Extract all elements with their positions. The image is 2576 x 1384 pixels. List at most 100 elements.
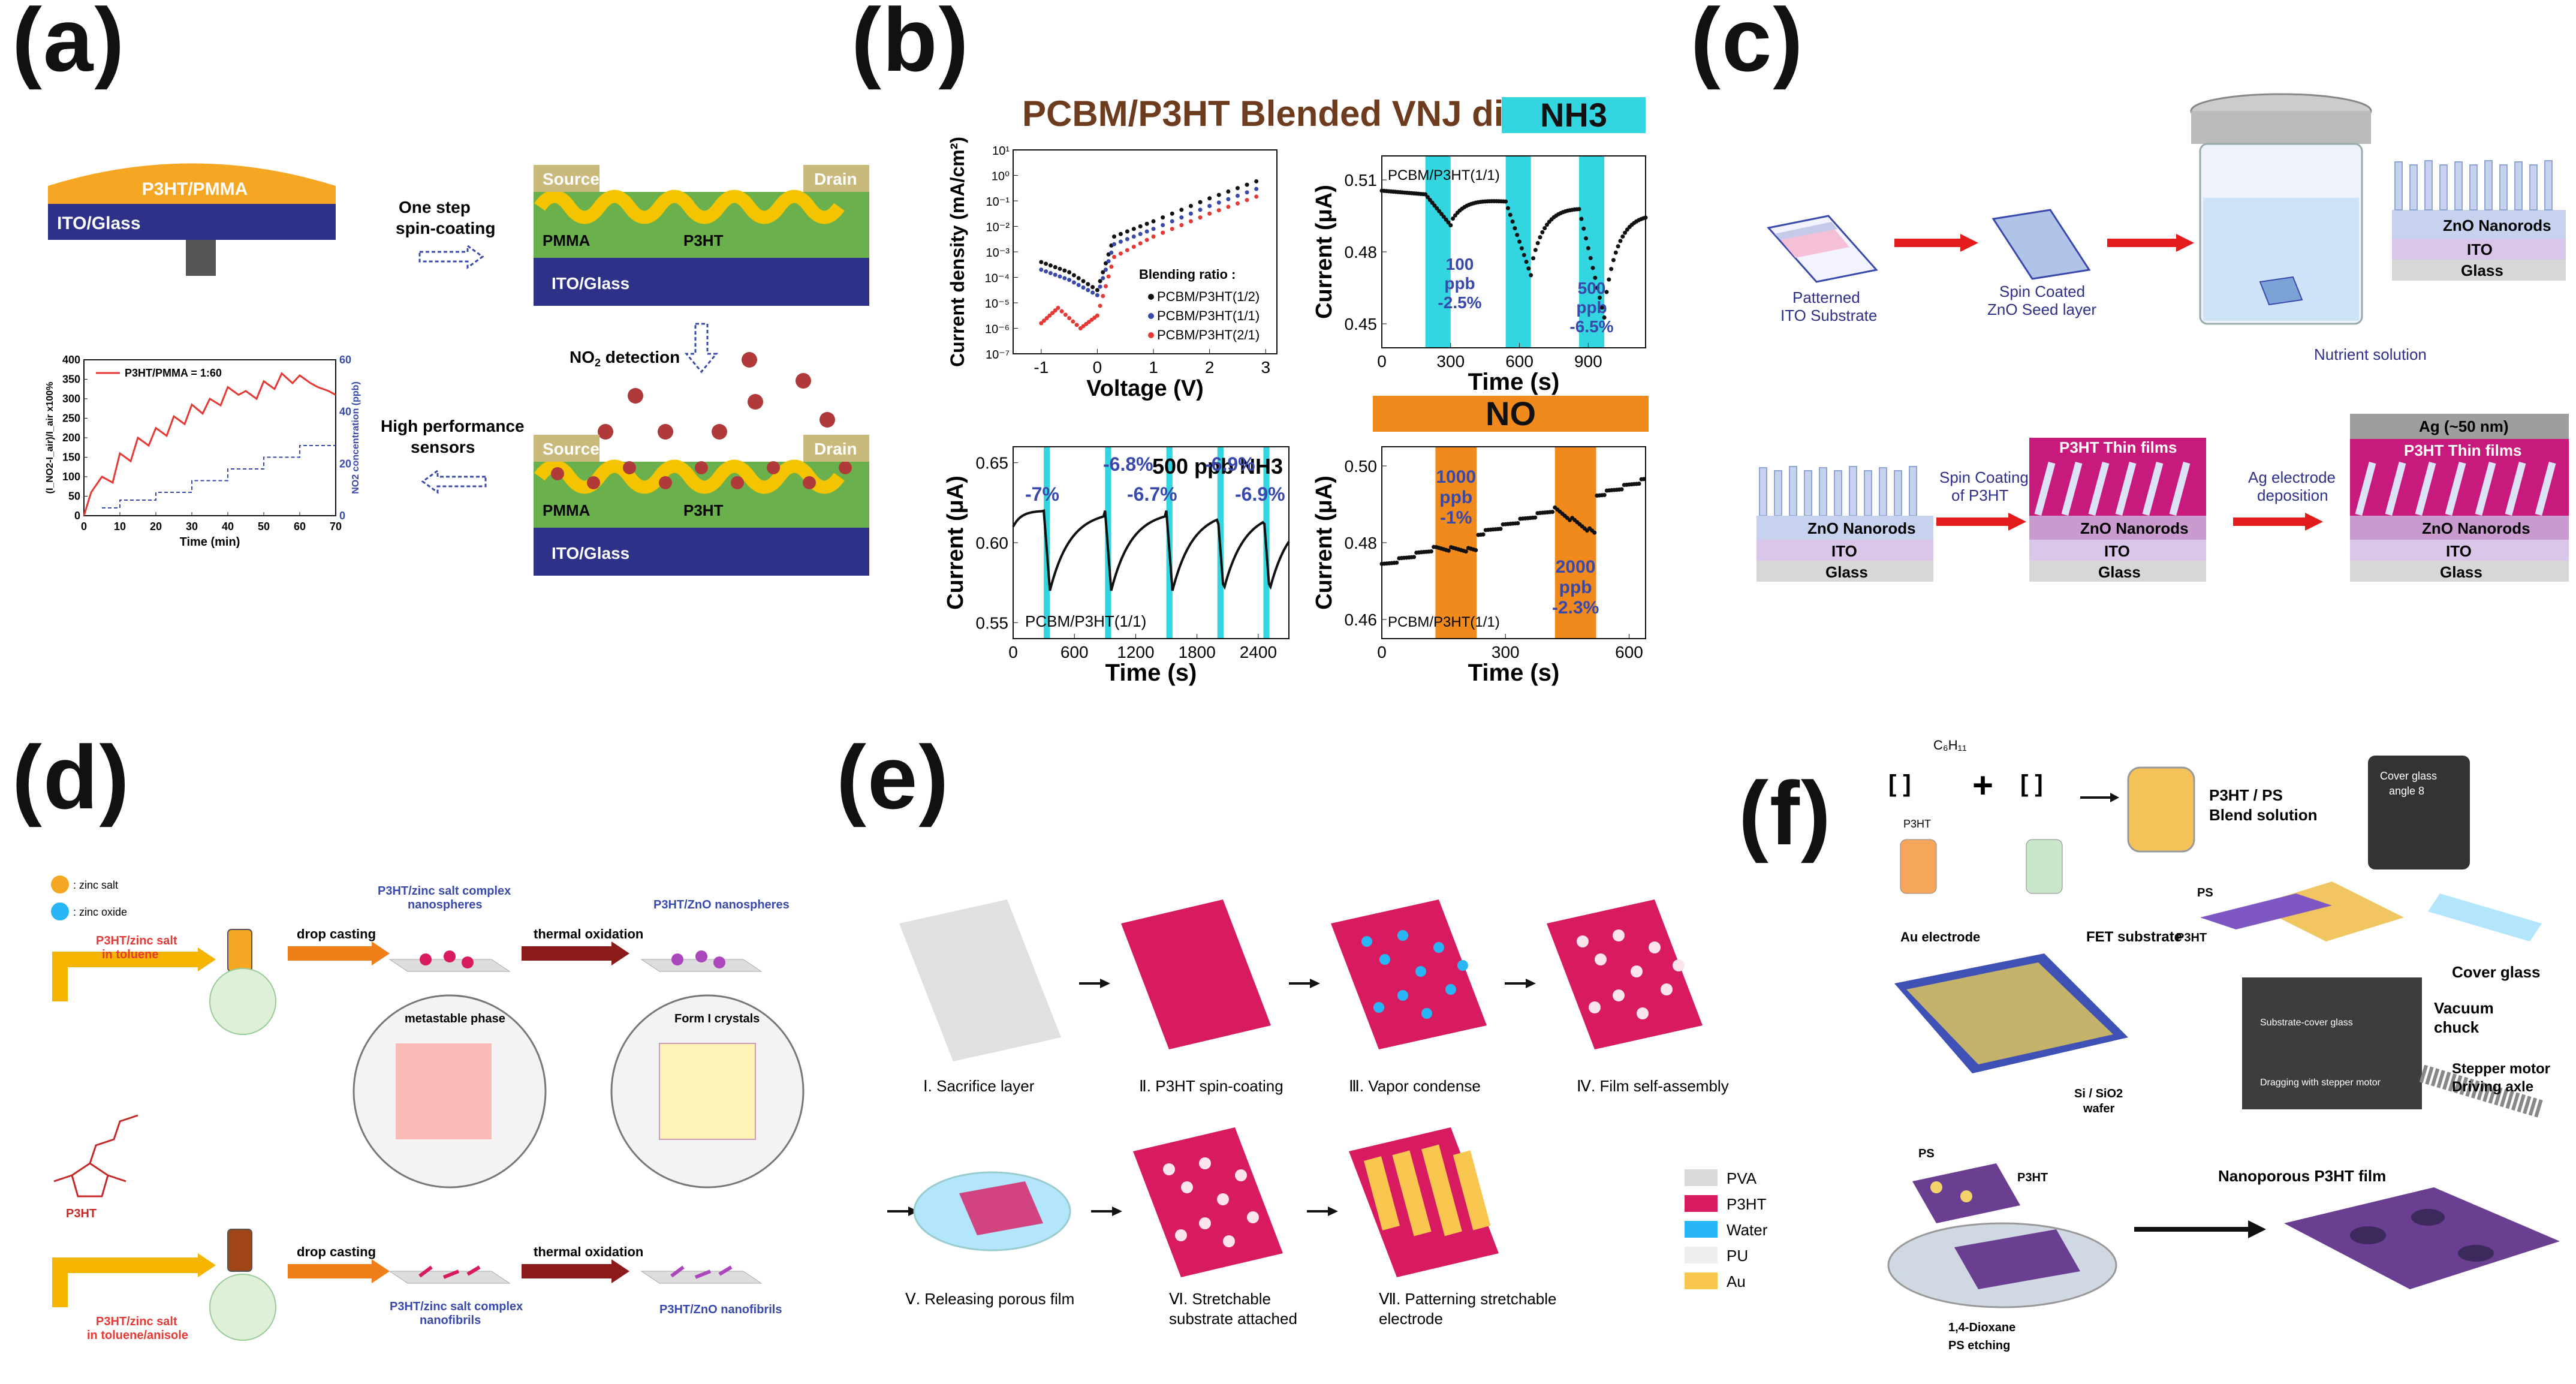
data-point bbox=[1529, 273, 1533, 278]
x-tick-label: 0 bbox=[1008, 643, 1018, 661]
data-point bbox=[1112, 234, 1117, 239]
series-label: PCBM/P3HT(1/1) bbox=[1025, 612, 1146, 630]
data-point bbox=[1522, 252, 1526, 257]
y-tick-label: 0.50 bbox=[1345, 457, 1378, 476]
annotation-unit: ppb bbox=[1576, 298, 1607, 317]
data-point bbox=[1517, 239, 1522, 244]
panel-f-diagram: [ ] C₆H₁₁ + [ ] P3HT P3HT / PS Blend sol… bbox=[1887, 738, 2560, 1352]
data-point bbox=[1188, 219, 1193, 224]
y-tick-label: 10⁻⁶ bbox=[985, 323, 1010, 336]
data-point bbox=[1125, 248, 1129, 252]
data-point bbox=[1138, 224, 1143, 228]
svg-text:thermal oxidation: thermal oxidation bbox=[534, 1244, 643, 1259]
annotation: -6.9% bbox=[1205, 453, 1255, 475]
data-point bbox=[1179, 207, 1184, 212]
data-point bbox=[1101, 276, 1105, 281]
data-point bbox=[1109, 250, 1114, 255]
y-tick-label: 10⁻⁴ bbox=[985, 272, 1010, 285]
data-point bbox=[1641, 477, 1646, 482]
data-point bbox=[1504, 199, 1508, 204]
data-point bbox=[1444, 217, 1448, 222]
data-point bbox=[1590, 266, 1595, 270]
svg-text:P3HT/ZnO nanofibrils: P3HT/ZnO nanofibrils bbox=[659, 1303, 782, 1316]
svg-text:[ ]: [ ] bbox=[2020, 771, 2043, 797]
source-label-1: Source bbox=[543, 170, 599, 188]
data-point bbox=[1131, 227, 1136, 231]
y2-tick-label: 0 bbox=[339, 510, 345, 522]
data-point bbox=[1519, 246, 1524, 251]
data-point bbox=[1643, 215, 1648, 220]
data-point bbox=[1131, 245, 1136, 249]
data-point bbox=[1245, 198, 1249, 203]
data-point bbox=[1151, 234, 1156, 239]
data-point bbox=[1597, 295, 1602, 300]
x-tick-label: 600 bbox=[1060, 643, 1089, 661]
svg-text:nanospheres: nanospheres bbox=[408, 898, 482, 911]
data-point bbox=[1090, 285, 1095, 290]
data-point bbox=[1430, 200, 1435, 205]
legend-title: Blending ratio : bbox=[1139, 267, 1236, 282]
data-point bbox=[1623, 230, 1628, 235]
annotation-ppb: 500 bbox=[1578, 279, 1606, 297]
y-tick-label: 200 bbox=[62, 432, 80, 444]
svg-text:P3HT Thin films: P3HT Thin films bbox=[2404, 441, 2521, 459]
data-point bbox=[1161, 215, 1165, 220]
y-tick-label: 300 bbox=[62, 393, 80, 405]
data-point bbox=[1599, 305, 1604, 310]
x-tick-label: 1200 bbox=[1117, 643, 1154, 661]
data-point bbox=[1179, 215, 1184, 220]
svg-text:1,4-Dioxane: 1,4-Dioxane bbox=[1948, 1321, 2015, 1334]
legend-label: PCBM/P3HT(1/1) bbox=[1157, 308, 1260, 323]
x-tick-label: 0 bbox=[81, 520, 87, 532]
data-point bbox=[1098, 279, 1102, 284]
data-point bbox=[1435, 206, 1439, 210]
annotation: -7% bbox=[1025, 483, 1059, 505]
svg-text:P3HT: P3HT bbox=[1727, 1195, 1767, 1213]
data-point bbox=[1544, 222, 1549, 227]
y-tick-label: 250 bbox=[62, 413, 80, 425]
chart-title: 500 ppb NH3 bbox=[1152, 454, 1283, 479]
svg-text:+: + bbox=[1972, 765, 1993, 805]
svg-text:Spin Coating: Spin Coating bbox=[1939, 468, 2029, 486]
data-point bbox=[1427, 197, 1432, 202]
p3ht-pmma-label: P3HT/PMMA bbox=[142, 179, 248, 199]
y2-axis-label: NO2 concentration (ppb) bbox=[351, 381, 361, 494]
data-point bbox=[1579, 216, 1584, 221]
panel-label-e: (e) bbox=[836, 727, 950, 828]
data-point bbox=[1118, 251, 1123, 256]
data-point bbox=[1095, 313, 1099, 318]
series-label: PCBM/P3HT(1/1) bbox=[1388, 614, 1500, 630]
x-axis-label: Voltage (V) bbox=[1086, 376, 1204, 401]
y-tick-label: 0.60 bbox=[976, 534, 1009, 552]
data-point bbox=[1041, 318, 1046, 323]
data-point bbox=[1540, 230, 1545, 234]
svg-text:ITO: ITO bbox=[1831, 542, 1857, 560]
data-point bbox=[1057, 266, 1062, 271]
source-label-2: Source bbox=[543, 440, 599, 458]
annotation-ppb: 1000 bbox=[1436, 467, 1476, 487]
arrow1-line1: One step bbox=[399, 198, 471, 216]
exposure-band bbox=[1505, 156, 1531, 348]
annotation-pct: -2.5% bbox=[1438, 293, 1481, 312]
y-axis-label: Current (μA) bbox=[1312, 476, 1337, 610]
data-point bbox=[1071, 319, 1075, 324]
svg-text:Cover glass: Cover glass bbox=[2452, 963, 2540, 981]
svg-text:[ ]: [ ] bbox=[1888, 771, 1911, 797]
x-tick-label: 900 bbox=[1574, 352, 1602, 371]
svg-text:: zinc oxide: : zinc oxide bbox=[73, 906, 127, 918]
svg-text:Water: Water bbox=[1727, 1221, 1768, 1239]
x-tick-label: 1 bbox=[1149, 358, 1158, 377]
svg-text:Ⅰ. Sacrifice layer: Ⅰ. Sacrifice layer bbox=[923, 1077, 1035, 1095]
legend-marker bbox=[1148, 332, 1154, 338]
data-point bbox=[1071, 273, 1076, 278]
no2-detection-label: NO2 detection bbox=[570, 348, 680, 369]
y-tick-label: 10¹ bbox=[992, 145, 1010, 158]
ito-label-2: ITO/Glass bbox=[552, 544, 629, 562]
data-point bbox=[1446, 220, 1451, 225]
data-point bbox=[1086, 282, 1090, 287]
exposure-band bbox=[1579, 156, 1605, 348]
x-tick-label: -1 bbox=[1034, 358, 1049, 377]
y2-tick-label: 40 bbox=[339, 406, 351, 418]
